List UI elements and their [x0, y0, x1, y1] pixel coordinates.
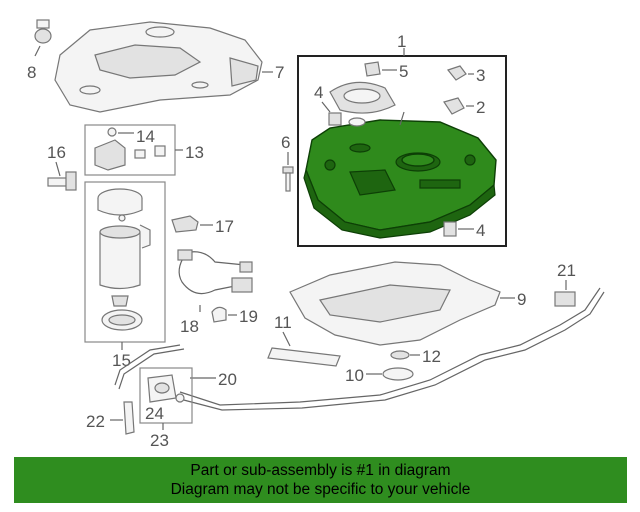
part-9-shield[interactable] — [289, 261, 501, 346]
part-lock-ring[interactable] — [329, 81, 396, 127]
group-23-box — [139, 367, 193, 424]
callout-11: 11 — [274, 313, 292, 332]
callout-7: 7 — [275, 63, 284, 82]
part-1-fuel-tank[interactable] — [303, 111, 497, 239]
callout-22: 22 — [86, 412, 105, 431]
callout-6: 6 — [281, 133, 290, 152]
callout-8: 8 — [27, 63, 36, 82]
callout-21: 21 — [557, 261, 576, 280]
callout-18: 18 — [180, 317, 199, 336]
callout-4-top: 4 — [314, 83, 323, 102]
callout-19: 19 — [239, 307, 258, 326]
part-12-grommet[interactable] — [390, 350, 410, 360]
part-4-nut-top[interactable] — [328, 112, 342, 126]
part-23-bracket[interactable] — [147, 374, 177, 403]
callout-13: 13 — [185, 143, 204, 162]
callout-20: 20 — [218, 370, 237, 389]
part-21-bracket[interactable] — [554, 291, 576, 307]
part-19-clip[interactable] — [211, 306, 227, 323]
group-15-box — [84, 181, 166, 343]
callout-12: 12 — [422, 347, 441, 366]
callout-9: 9 — [517, 290, 526, 309]
part-14-screw[interactable] — [107, 127, 117, 137]
callout-10: 10 — [345, 366, 364, 385]
part-10-pad[interactable] — [382, 367, 414, 381]
callout-14: 14 — [136, 127, 155, 146]
part-6-bolt[interactable] — [282, 166, 294, 192]
part-17-sensor[interactable] — [171, 215, 199, 233]
callout-5: 5 — [399, 62, 408, 81]
part-22-bracket[interactable] — [123, 401, 135, 435]
part-11-strap[interactable] — [267, 347, 341, 367]
callout-3: 3 — [476, 66, 485, 85]
part-3-valve[interactable] — [446, 65, 467, 81]
callout-16: 16 — [47, 143, 66, 162]
part-8-nut[interactable] — [34, 19, 52, 44]
part-5-cap[interactable] — [364, 61, 381, 77]
callout-4-bottom: 4 — [476, 221, 485, 240]
part-16-fitting[interactable] — [47, 171, 77, 191]
banner-line-1: Part or sub-assembly is #1 in diagram — [190, 462, 451, 479]
callout-1: 1 — [397, 32, 406, 51]
callout-2: 2 — [476, 98, 485, 117]
callout-15: 15 — [112, 351, 131, 370]
part-fuel-lines[interactable] — [114, 287, 605, 411]
part-4-nut-bottom[interactable] — [443, 221, 457, 237]
part-15-pump-module[interactable] — [97, 188, 151, 331]
callout-17: 17 — [215, 217, 234, 236]
part-18-harness[interactable] — [177, 249, 253, 295]
callout-24: 24 — [145, 404, 164, 423]
part-24-clip[interactable] — [175, 393, 185, 403]
part-13-valve[interactable] — [94, 139, 166, 171]
part-1-group-box — [297, 55, 507, 247]
parts-diagram: 7 8 14 13 16 15 17 — [27, 19, 605, 450]
banner-line-2: Diagram may not be specific to your vehi… — [170, 481, 471, 498]
part-7-shield[interactable] — [54, 21, 263, 113]
part-2-valve[interactable] — [443, 97, 465, 115]
notice-banner: Part or sub-assembly is #1 in diagram Di… — [14, 457, 627, 503]
callout-23: 23 — [150, 431, 169, 450]
